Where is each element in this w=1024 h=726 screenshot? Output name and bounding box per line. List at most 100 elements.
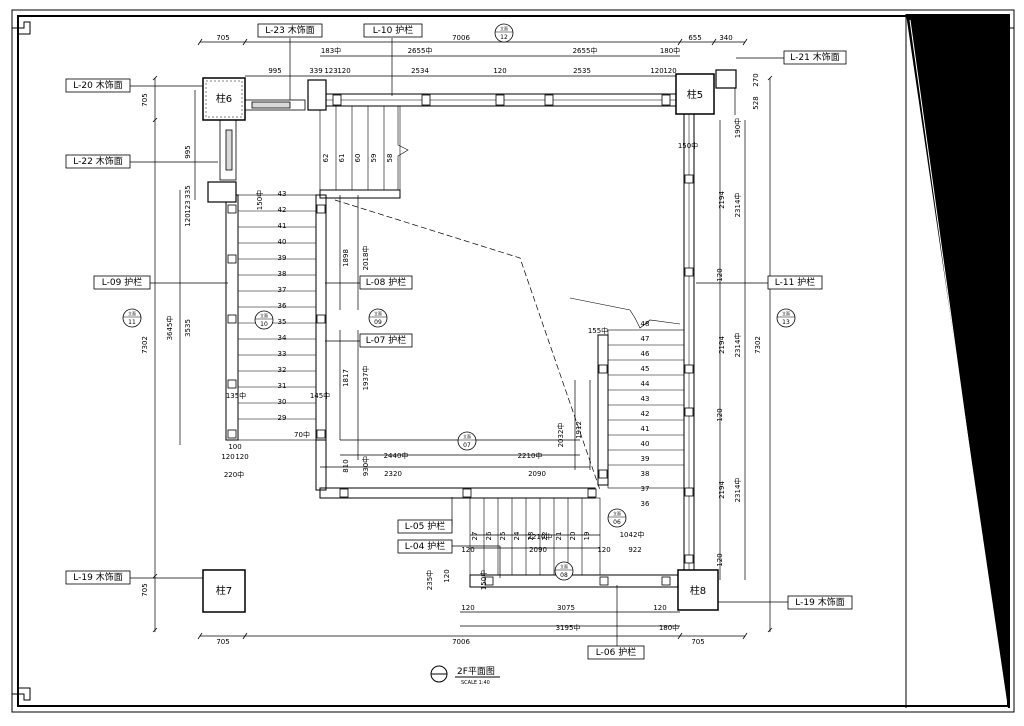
dimension-label: 120: [443, 569, 451, 582]
section-mark-number: 06: [613, 519, 621, 526]
section-mark-sheet: 立面: [374, 310, 382, 316]
dimension-label: 2194: [718, 191, 726, 209]
section-mark-circle: [607, 508, 627, 528]
section-mark-circle: [122, 308, 142, 328]
section-mark-sheet: 立面: [260, 312, 268, 318]
dimension-label: 705: [216, 34, 229, 42]
dimension-label: 120: [650, 67, 663, 75]
callout-l23: L-23 木饰面: [257, 23, 323, 38]
dimension-label: 2320: [384, 470, 402, 478]
dimension-label: 2314中: [733, 193, 742, 218]
dimension-label: 120: [461, 546, 474, 554]
dimension-label: 1817: [342, 369, 350, 387]
dimension-label: 120: [716, 553, 724, 566]
callout-l23-text: L-23 木饰面: [265, 24, 314, 36]
dimension-label: 2032中: [556, 423, 565, 448]
section-mark-number: 11: [128, 319, 136, 326]
callout-l20: L-20 木饰面: [65, 78, 131, 93]
dimension-label: 1042中: [620, 530, 645, 539]
dimension-label: 995: [268, 67, 281, 75]
step-number: 46: [641, 350, 650, 358]
dimension-label: 995: [184, 145, 192, 158]
callout-l11-text: L-11 护栏: [775, 276, 815, 288]
step-number: 42: [641, 410, 650, 418]
dimension-label: 183中: [321, 46, 341, 55]
drawing-title-block: 2F平面图 SCALE 1:40: [430, 665, 500, 686]
dimension-label: 120: [663, 67, 676, 75]
dimension-label: 2440中: [384, 451, 409, 460]
callout-l21-text: L-21 木饰面: [790, 51, 839, 63]
step-number: 41: [278, 222, 287, 230]
callout-l08-text: L-08 护栏: [366, 276, 406, 288]
callout-l11: L-11 护栏: [767, 275, 823, 290]
drawing-scale: SCALE 1:40: [461, 680, 490, 686]
dimension-label: 2535: [573, 67, 591, 75]
step-number: 30: [278, 398, 287, 406]
section-mark-circle: [368, 308, 388, 328]
step-number: 32: [278, 366, 287, 374]
step-number: 41: [641, 425, 650, 433]
section-mark-number: 08: [560, 572, 568, 579]
title-block-panel: [905, 14, 1010, 708]
section-mark-circle: [457, 431, 477, 451]
callout-l22: L-22 木饰面: [65, 154, 131, 169]
dimension-label: 930中: [361, 456, 370, 476]
column-c8: 柱8: [677, 569, 719, 611]
step-number: 31: [278, 382, 287, 390]
step-number: 43: [641, 395, 650, 403]
callout-l07-text: L-07 护栏: [366, 334, 406, 346]
leader-lines: [130, 38, 788, 648]
drawing-title: 2F平面图: [457, 666, 495, 677]
dimension-label: 120: [337, 67, 350, 75]
dimension-label: 120: [597, 546, 610, 554]
step-number: 48: [641, 320, 650, 328]
column-c5-label: 柱5: [687, 88, 703, 101]
step-number: 24: [513, 531, 521, 540]
dimension-label: 100: [228, 443, 241, 451]
step-number: 35: [278, 318, 287, 326]
step-number: 25: [499, 532, 507, 541]
dimension-label: 235中: [425, 570, 434, 590]
section-mark-sheet: 立面: [463, 433, 471, 439]
dimension-label: 2314中: [733, 478, 742, 503]
section-mark-12: 立面 12: [494, 23, 514, 43]
column-c7-label: 柱7: [216, 584, 232, 597]
callout-l19-right-text: L-19 木饰面: [795, 596, 844, 608]
stair-top: [319, 105, 409, 191]
step-number: 26: [485, 531, 493, 540]
step-number: 61: [338, 154, 346, 163]
step-number: 42: [278, 206, 287, 214]
step-number: 23: [527, 532, 535, 541]
section-mark-circle: [554, 561, 574, 581]
step-number: 43: [278, 190, 287, 198]
section-mark-sheet: 立面: [500, 25, 508, 31]
section-mark-number: 12: [500, 34, 508, 41]
step-number: 34: [278, 334, 287, 342]
dimension-label: 2210中: [518, 451, 543, 460]
dimension-label: 3075: [557, 604, 575, 612]
dimension-label: 120: [716, 408, 724, 421]
dimension-label: 2090: [528, 470, 546, 478]
dimension-label: 180中: [660, 46, 680, 55]
dimension-label: 705: [691, 638, 704, 646]
dimension-label: 120: [653, 604, 666, 612]
column-c7: 柱7: [202, 569, 246, 613]
dimension-label: 1898: [342, 249, 350, 267]
dimension-label: 339: [309, 67, 322, 75]
callout-l19-left: L-19 木饰面: [65, 570, 131, 585]
column-c8-label: 柱8: [690, 584, 706, 597]
dimension-label: 2194: [718, 336, 726, 354]
step-number: 36: [278, 302, 287, 310]
step-number: 47: [641, 335, 650, 343]
dimension-label: 3195中: [556, 623, 581, 632]
section-mark-sheet: 立面: [560, 563, 568, 569]
callout-l06-text: L-06 护栏: [596, 646, 636, 658]
dimension-label: 220中: [224, 470, 244, 479]
